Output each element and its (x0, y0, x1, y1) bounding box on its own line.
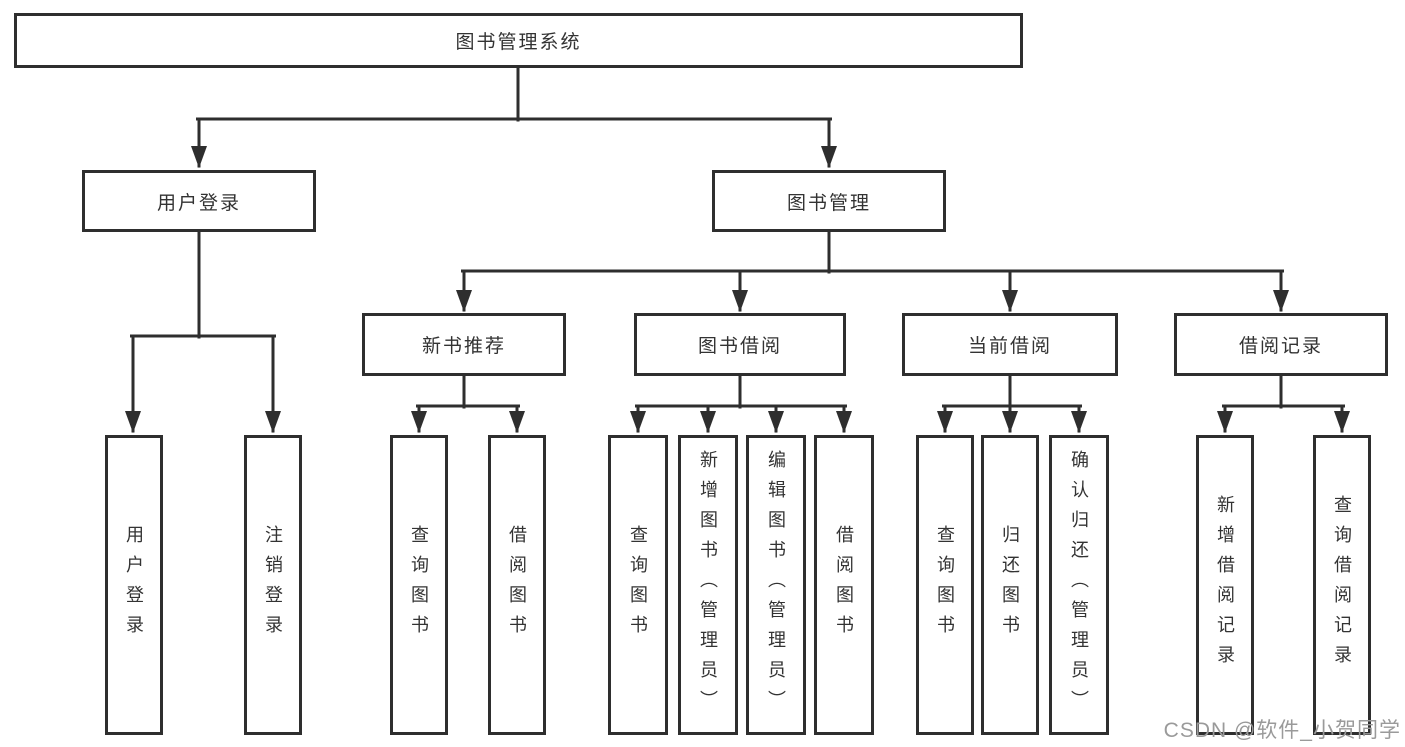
leaf-label: 归还图书 (1000, 525, 1020, 645)
leaf-user-login: 用户登录 (105, 435, 163, 735)
node-book-management: 图书管理 (712, 170, 946, 232)
leaf-records-query-borrow-record: 查询借阅记录 (1313, 435, 1371, 735)
leaf-borrow-edit-books-admin: 编辑图书（管理员） (746, 435, 806, 735)
leaf-current-confirm-return-admin: 确认归还（管理员） (1049, 435, 1109, 735)
leaf-label: 用户登录 (124, 525, 144, 645)
leaf-label: 新增借阅记录 (1215, 495, 1235, 675)
node-label: 图书借阅 (697, 336, 782, 357)
node-current-borrowing: 当前借阅 (902, 313, 1118, 376)
connector-user-login-children (125, 228, 281, 433)
leaf-label: 查询借阅记录 (1332, 495, 1352, 675)
connector-current-borrow-children (937, 372, 1087, 433)
node-borrowing-records: 借阅记录 (1174, 313, 1388, 376)
node-user-login: 用户登录 (82, 170, 316, 232)
node-label: 图书管理 (786, 192, 871, 214)
leaf-label: 注销登录 (263, 525, 283, 645)
node-label: 用户登录 (156, 192, 241, 214)
node-label: 图书管理系统 (455, 32, 582, 53)
connector-book-borrow-children (630, 372, 852, 433)
leaf-logout: 注销登录 (244, 435, 302, 735)
leaf-borrow-query-books: 查询图书 (608, 435, 668, 735)
leaf-label: 确认归还（管理员） (1069, 450, 1089, 720)
leaf-recommend-borrow-books: 借阅图书 (488, 435, 546, 735)
node-new-book-recommendation: 新书推荐 (362, 313, 566, 376)
connector-records-children (1217, 372, 1350, 433)
connector-book-management-to-level3 (456, 228, 1289, 312)
leaf-label: 借阅图书 (507, 525, 527, 645)
leaf-label: 编辑图书（管理员） (766, 450, 786, 720)
node-book-borrowing: 图书借阅 (634, 313, 846, 376)
leaf-recommend-query-books: 查询图书 (390, 435, 448, 735)
leaf-borrow-borrow-books: 借阅图书 (814, 435, 874, 735)
leaf-label: 查询图书 (628, 525, 648, 645)
connector-new-book-children (411, 372, 525, 433)
node-label: 借阅记录 (1238, 336, 1323, 357)
leaf-borrow-add-books-admin: 新增图书（管理员） (678, 435, 738, 735)
leaf-label: 查询图书 (409, 525, 429, 645)
leaf-records-add-borrow-record: 新增借阅记录 (1196, 435, 1254, 735)
node-label: 当前借阅 (967, 336, 1052, 357)
watermark-text: CSDN @软件_小贺同学 (1163, 719, 1401, 742)
node-label: 新书推荐 (421, 336, 506, 357)
leaf-current-return-books: 归还图书 (981, 435, 1039, 735)
leaf-label: 查询图书 (935, 525, 955, 645)
leaf-current-query-books: 查询图书 (916, 435, 974, 735)
node-library-management-system: 图书管理系统 (14, 13, 1023, 68)
connector-root-to-level2 (191, 64, 837, 168)
leaf-label: 借阅图书 (834, 525, 854, 645)
leaf-label: 新增图书（管理员） (698, 450, 718, 720)
